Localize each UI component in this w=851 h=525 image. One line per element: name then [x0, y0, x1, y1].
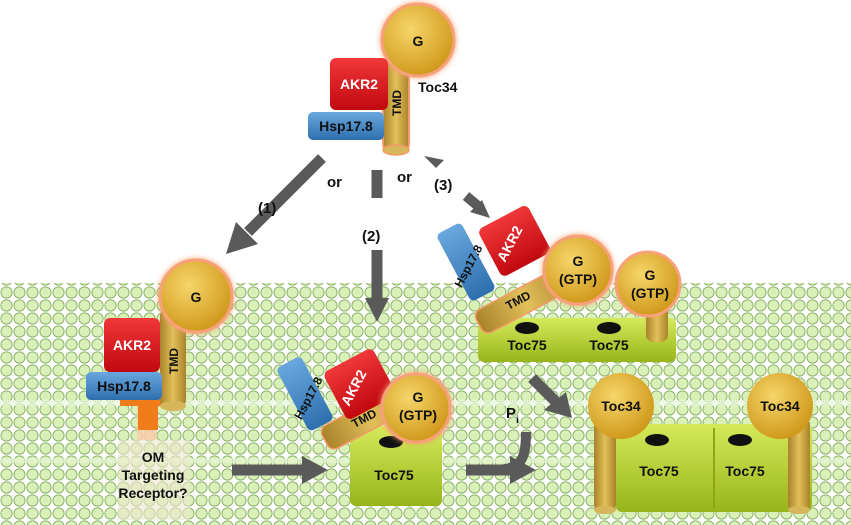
g-domain-path1: [158, 258, 234, 334]
g-domain-path2: [380, 372, 452, 444]
toc75-path2-pore: [379, 436, 403, 448]
tmd-final-a: [594, 418, 616, 512]
arrow-path-3: [424, 156, 490, 218]
g-domain-path3-b: [614, 250, 682, 318]
g-domain-final-b: [747, 373, 813, 439]
hsp-path2: [277, 357, 333, 431]
receptor-box: [118, 440, 190, 520]
or-label-right: or: [397, 169, 412, 186]
toc75-label-path3-b: Toc75: [589, 337, 629, 353]
path-3-label: (3): [434, 177, 452, 194]
gtp-label-path3-a: (GTP): [559, 271, 597, 287]
path2-complex: Toc75 TMD AKR2 Hsp17.8 G (GTP): [277, 349, 452, 506]
receptor-label-3: Receptor?: [118, 485, 187, 501]
toc75-path2: [350, 426, 442, 506]
hsp-path1: [86, 372, 162, 400]
toc75-final-pore-a: [645, 434, 669, 446]
toc75-label-final-a: Toc75: [639, 463, 679, 479]
hsp-label-top: Hsp17.8: [319, 118, 373, 134]
akr2-label-top: AKR2: [340, 76, 378, 92]
akr2-top: [330, 58, 388, 110]
g-domain-final-a: [588, 373, 654, 439]
toc75-path3-pore-a: [515, 322, 539, 334]
tmd-path1: [160, 308, 186, 408]
tmd-final-a-cap: [594, 506, 616, 514]
gtp-label-path3-b: (GTP): [631, 285, 669, 301]
path3-complex: Toc75 Toc75 G (GTP) TMD AKR2 Hsp17.8 G (…: [437, 206, 682, 362]
akr2-label-path1: AKR2: [113, 337, 151, 353]
g-label-path3-a: G: [573, 253, 584, 269]
tmd-path1-cap: [160, 401, 186, 411]
arrow-path-1: [226, 154, 326, 254]
toc75-path3-pore-b: [597, 322, 621, 334]
akr2-path3: [479, 206, 550, 276]
free-toc34-complex: G TMD Toc34 AKR2 Hsp17.8: [308, 2, 458, 156]
path-1-label: (1): [258, 200, 276, 217]
g-label-path2: G: [413, 389, 424, 405]
toc75-label-final-b: Toc75: [725, 463, 765, 479]
hsp-path3: [437, 223, 495, 301]
toc34-label-top: Toc34: [418, 79, 458, 95]
receptor-label-1: OM: [142, 449, 165, 465]
pathway-arrows: or or (1) (2) (3): [226, 154, 490, 322]
arrow-receptor-to-toc75: [232, 456, 328, 484]
arrow-path-2: [365, 170, 389, 322]
tmd-label-path1: TMD: [167, 348, 181, 374]
path-2-label: (2): [362, 228, 380, 245]
lower-arrows: Pi: [232, 374, 572, 484]
g-label-path1: G: [191, 289, 202, 305]
path1-complex: OM Targeting Receptor? G TMD AKR2 Hsp17.…: [86, 258, 234, 520]
toc75-label-path3-a: Toc75: [507, 337, 547, 353]
tmd-top-cap: [382, 144, 410, 156]
receptor-label-2: Targeting: [122, 467, 185, 483]
g-domain-path3-a: [542, 234, 614, 306]
toc75-label-path2: Toc75: [374, 467, 414, 483]
tmd-final-b-cap: [788, 506, 810, 514]
g-domain-top: [380, 2, 456, 78]
toc34-label-final-a: Toc34: [601, 398, 641, 414]
tmd-label-top: TMD: [390, 90, 404, 116]
g-label-top: G: [413, 33, 424, 49]
arrow-path3-to-final: [528, 374, 572, 418]
hsp-label-path1: Hsp17.8: [97, 378, 151, 394]
akr2-path1: [104, 318, 160, 372]
or-label-left: or: [327, 174, 342, 191]
pi-label: Pi: [506, 405, 519, 426]
pi-subscript: i: [516, 415, 519, 426]
g-label-path3-b: G: [645, 267, 656, 283]
tmd-final-b: [788, 418, 810, 512]
final-complex: Toc75 Toc75 Toc34 Toc34: [588, 373, 813, 514]
gtp-label-path2: (GTP): [399, 407, 437, 423]
arrow-path2-to-final: [466, 431, 536, 484]
toc75-final-pore-b: [728, 434, 752, 446]
toc34-label-final-b: Toc34: [760, 398, 800, 414]
akr2-path2: [324, 349, 396, 419]
hsp-top: [308, 112, 384, 140]
